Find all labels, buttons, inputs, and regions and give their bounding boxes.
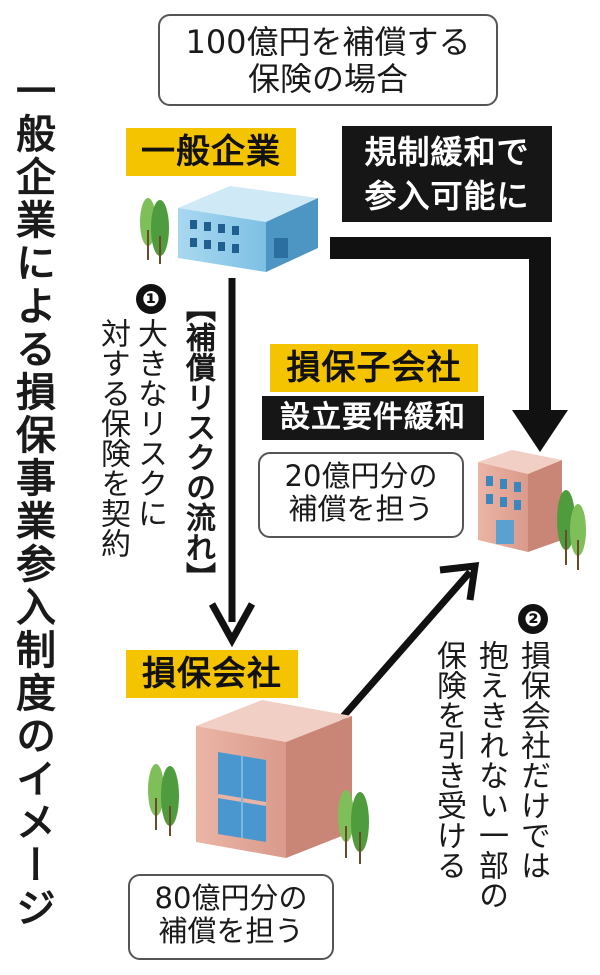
insurer-coverage-line-1: 80億円分の <box>154 881 308 915</box>
step-2-number: ❷ <box>518 604 548 634</box>
subsidiary-coverage-line-1: 20億円分の <box>284 459 438 493</box>
tree-icon <box>140 198 169 264</box>
flow-arrow-2 <box>337 562 480 723</box>
insurer-building <box>196 700 352 858</box>
subsidiary-building <box>478 450 562 552</box>
insurer-coverage-line-2: 補償を担う <box>158 914 304 949</box>
insurer-label: 損保会社 <box>126 650 298 698</box>
insurer-coverage-box: 80億円分の 補償を担う <box>128 874 334 960</box>
subsidiary-label: 損保子会社 <box>270 344 478 392</box>
risk-flow-label: 【補償リスクの流れ】 <box>180 292 215 592</box>
general-company-building <box>178 186 318 272</box>
tree-icon <box>338 790 369 864</box>
header-box: 100億円を補償する 保険の場合 <box>158 14 498 106</box>
flow-arrow-1 <box>208 278 256 648</box>
subsidiary-coverage-box: 20億円分の 補償を担う <box>258 452 464 538</box>
step-1-text-col-2: 対する保険を契約 <box>95 318 130 558</box>
tree-icon <box>148 764 179 836</box>
general-company-label: 一般企業 <box>126 128 296 176</box>
deregulation-line-2: 参入可能に <box>364 177 530 215</box>
step-2-text-col-2: 抱えきれない一部の <box>473 640 508 910</box>
step-1-number: ❶ <box>136 284 166 314</box>
deregulation-label: 規制緩和で 参入可能に <box>342 126 552 222</box>
deregulation-arrow <box>330 233 568 452</box>
tree-icon <box>557 490 586 570</box>
requirement-label: 設立要件緩和 <box>262 396 484 440</box>
step-2-text-col-3: 保険を引き受ける <box>431 640 466 880</box>
step-1-text-col-1: 大きなリスクに <box>132 318 167 528</box>
header-line-1: 100億円を補償する <box>185 23 471 61</box>
page-title: 一般企業による損保事業参入制度のイメージ <box>9 70 55 930</box>
subsidiary-coverage-line-2: 補償を担う <box>288 492 434 527</box>
header-line-2: 保険の場合 <box>247 59 408 98</box>
deregulation-line-1: 規制緩和で <box>364 133 530 171</box>
step-2-text-col-1: 損保会社だけでは <box>515 640 550 880</box>
